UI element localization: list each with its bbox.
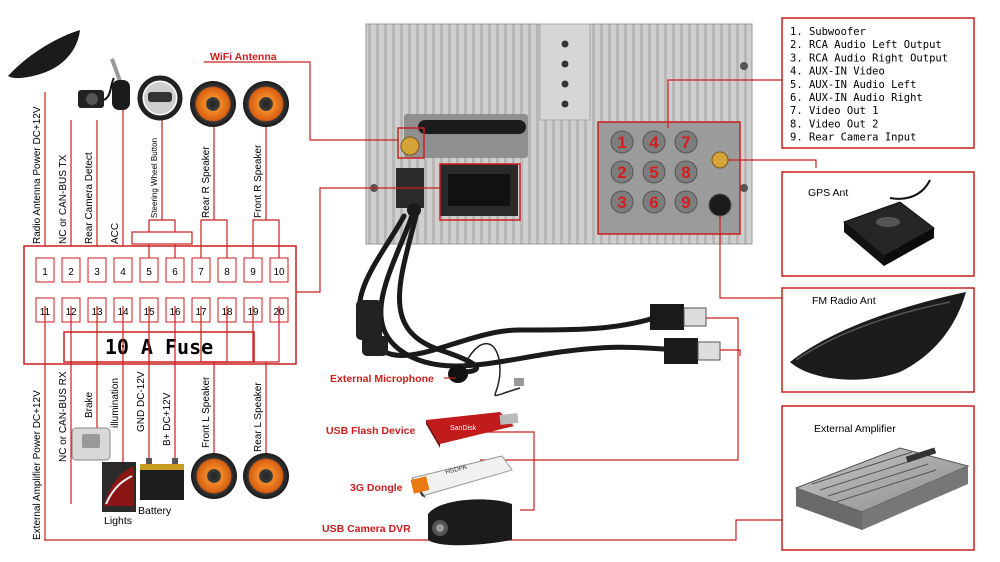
pin-number: 7	[198, 267, 204, 278]
rear-camera-icon	[78, 77, 115, 108]
rca-list-item: 6. AUX-IN Audio Right	[790, 92, 923, 104]
rca-jack	[674, 160, 698, 184]
fuse-label: 10 A Fuse	[105, 335, 213, 359]
steering-wheel-icon	[137, 75, 183, 121]
rca-panel-highlight	[597, 121, 741, 235]
wire-label-bottom: Brake	[84, 391, 95, 418]
pin-cell	[113, 257, 133, 283]
harness-port-highlight	[439, 163, 521, 221]
rca-jack	[674, 130, 698, 154]
wire-label-top: Rear Camera Detect	[84, 152, 95, 244]
rca-list-item: 2. RCA Audio Left Output	[790, 39, 942, 51]
rca-jack	[610, 190, 634, 214]
rca-jack-number: 5	[649, 163, 658, 182]
gps-label: GPS Ant	[808, 187, 848, 199]
external-mic-label: External Microphone	[330, 373, 434, 385]
radio-antenna-icon	[8, 30, 80, 79]
rca-jack-number: 8	[681, 163, 690, 182]
pin-cell	[87, 257, 107, 283]
pin-cell	[35, 257, 55, 283]
wire-label-bottom: NC or CAN-BUS RX	[58, 371, 69, 462]
rear-r-speaker-icon	[190, 81, 236, 127]
pin-number: 10	[273, 267, 285, 278]
wire-label-bottom: Rear L Speaker	[253, 382, 264, 452]
rca-list-item: 3. RCA Audio Right Output	[790, 52, 948, 64]
amplifier-box: External Amplifier	[781, 405, 975, 551]
rca-list-item: 8. Video Out 2	[790, 118, 879, 130]
rca-list-item: 1. Subwoofer	[790, 26, 866, 38]
headlight-icon	[102, 462, 136, 512]
wire-label-bottom: B+ DC+12V	[162, 392, 173, 446]
lights-label: Lights	[104, 515, 132, 527]
amp-label: External Amplifier	[814, 423, 896, 435]
wifi-antenna-label: WiFi Antenna	[210, 51, 277, 63]
usb-flash-label: USB Flash Device	[326, 425, 415, 437]
wire-label-top: Front R Speaker	[253, 144, 264, 218]
usb-camera-label: USB Camera DVR	[322, 523, 411, 535]
microphone-icon	[448, 343, 524, 397]
car-key-icon	[110, 58, 130, 110]
usb-flash-icon: SanDisk	[426, 412, 519, 448]
wire-label-bottom: illumination	[110, 378, 121, 428]
wire-label-bottom: External Amplifier Power DC+12V	[32, 390, 43, 540]
rca-jack	[674, 190, 698, 214]
pin-number: 5	[146, 267, 152, 278]
battery-label: Battery	[138, 505, 172, 517]
rca-jack	[642, 130, 666, 154]
pin-number: 8	[224, 267, 230, 278]
front-r-speaker-icon	[243, 81, 289, 127]
wire-label-bottom: Front L Speaker	[201, 376, 212, 448]
pin-number: 2	[68, 267, 74, 278]
wire-label-top: Steering Wheel Button	[150, 138, 159, 218]
rca-list-item: 7. Video Out 1	[790, 105, 879, 117]
rca-jack-number: 3	[617, 193, 626, 212]
rca-jack-number: 2	[617, 163, 626, 182]
pin-number: 1	[42, 267, 48, 278]
battery-icon	[140, 458, 184, 500]
rca-list-item: 5. AUX-IN Audio Left	[790, 79, 916, 91]
wire-label-top: Rear R Speaker	[201, 146, 212, 218]
wire-label-top: ACC	[110, 223, 121, 244]
rca-jack-number: 4	[649, 133, 659, 152]
rca-jack	[642, 160, 666, 184]
wire-label-bottom: GND DC-12V	[136, 371, 147, 432]
wire-label-top: Radio Antenna Power DC+12V	[32, 106, 43, 244]
front-l-speaker-icon	[191, 453, 237, 499]
rca-jack-number: 9	[681, 193, 690, 212]
dongle-icon: HSDPA	[410, 455, 513, 498]
gps-antenna-box: GPS Ant	[781, 171, 975, 277]
rca-jack	[610, 130, 634, 154]
rca-list-item: 9. Rear Camera Input	[790, 132, 916, 144]
pin-cell	[61, 257, 81, 283]
pin-number: 4	[120, 267, 126, 278]
usb-flash-brand: SanDisk	[450, 425, 477, 432]
brake-pedal-icon	[71, 427, 111, 461]
dongle-label: 3G Dongle	[350, 482, 403, 494]
rca-jack-number: 6	[649, 193, 658, 212]
rca-list-item: 4. AUX-IN Video	[790, 66, 885, 78]
wifi-port-highlight	[397, 127, 425, 159]
rca-jack-number: 7	[681, 133, 690, 152]
wire-label-top: NC or CAN-BUS TX	[58, 154, 69, 244]
rca-jack	[610, 160, 634, 184]
rear-l-speaker-icon	[243, 453, 289, 499]
usb-camera-icon	[428, 499, 512, 546]
fm-label: FM Radio Ant	[812, 295, 876, 307]
pin-number: 9	[250, 267, 256, 278]
pin-number: 3	[94, 267, 100, 278]
pin-number: 6	[172, 267, 178, 278]
rca-jack-number: 1	[617, 133, 626, 152]
fm-antenna-box: FM Radio Ant	[781, 287, 975, 393]
rca-jacks: 1 4 7 2 5 8 3 6 9	[610, 130, 698, 214]
rca-jack	[642, 190, 666, 214]
